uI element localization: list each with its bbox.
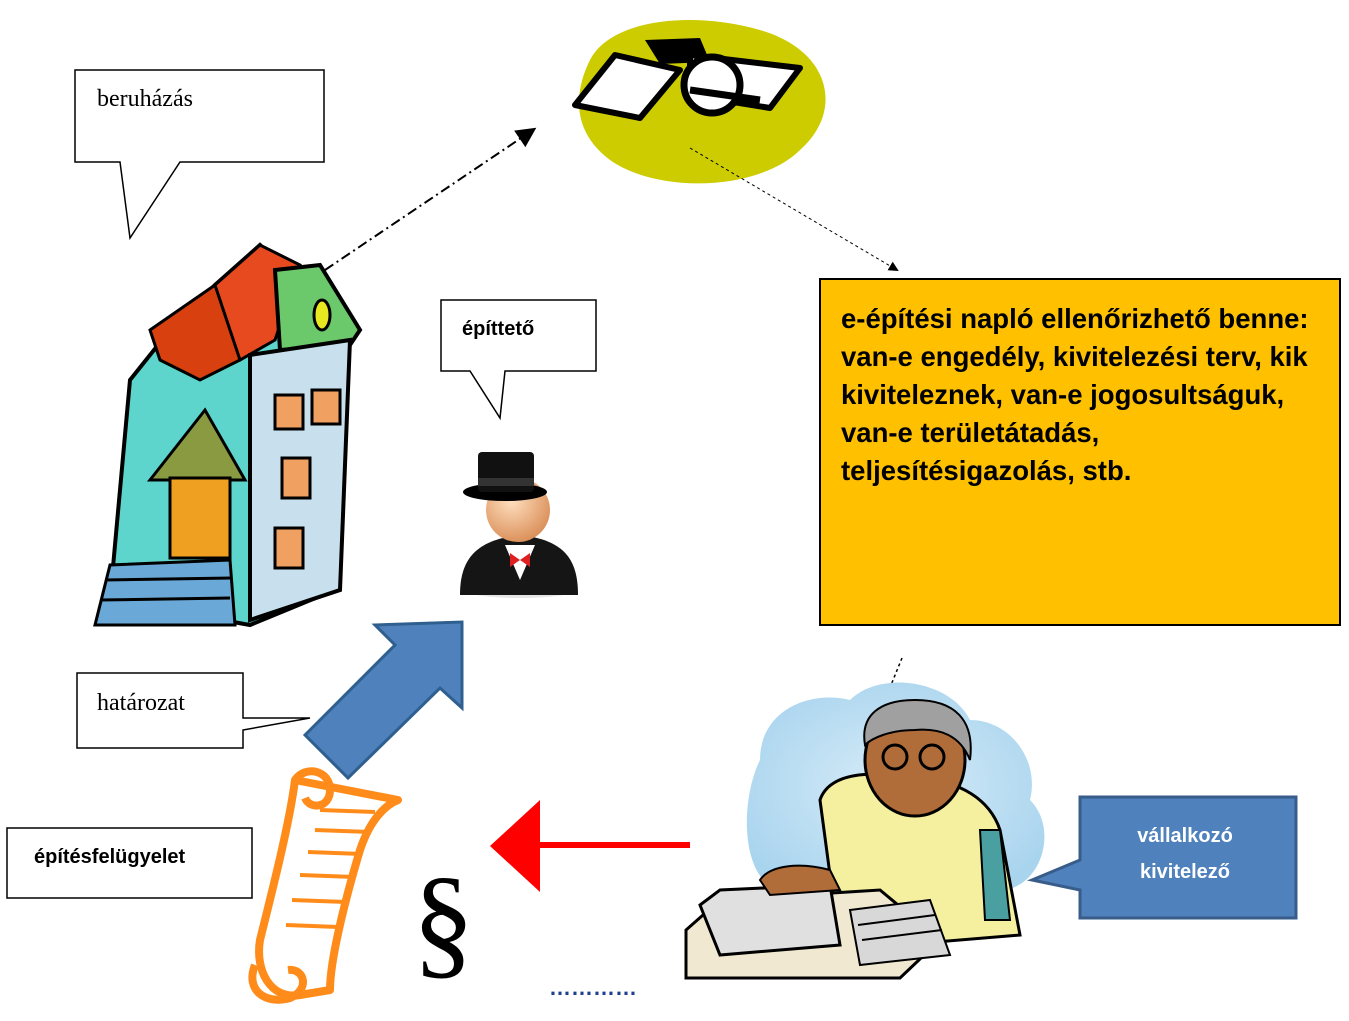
vallalkozo-label-line1: vállalkozó	[1137, 825, 1233, 847]
house-to-satellite-arrow	[324, 127, 537, 271]
section-sign-symbol: §	[412, 853, 475, 991]
red-arrow-head	[490, 800, 540, 892]
epitesfelugyelet-label: építésfelügyelet	[34, 846, 186, 868]
house-icon	[93, 242, 363, 628]
epitesfelugyelet-box	[6, 827, 253, 899]
epitteto-label: építtető	[462, 318, 535, 340]
epitteto-callout-shape	[440, 299, 597, 421]
e-naplo-info-box: e-építési napló ellenőrizhető benne: van…	[819, 278, 1341, 626]
vallalkozo-label: vállalkozó kivitelező	[1085, 818, 1285, 890]
satellite-icon	[572, 20, 826, 184]
satellite-to-naplo-arrow	[689, 147, 899, 272]
vallalkozo-callout-shape	[1026, 795, 1298, 920]
beruhazas-label: beruházás	[97, 86, 193, 112]
contractor-person-icon	[684, 682, 1045, 980]
hatarozat-label: határozat	[97, 690, 185, 716]
hatarozat-callout-shape	[76, 672, 311, 749]
decision-blue-arrow	[302, 620, 464, 781]
beruhazas-callout-shape	[74, 69, 325, 241]
builder-person-icon	[460, 452, 578, 598]
e-naplo-info-text: e-építési napló ellenőrizhető benne: van…	[841, 303, 1309, 486]
ellipsis-dots: …………	[549, 975, 637, 1000]
vallalkozo-label-line2: kivitelező	[1139, 861, 1231, 883]
scroll-document-icon	[248, 767, 402, 1004]
